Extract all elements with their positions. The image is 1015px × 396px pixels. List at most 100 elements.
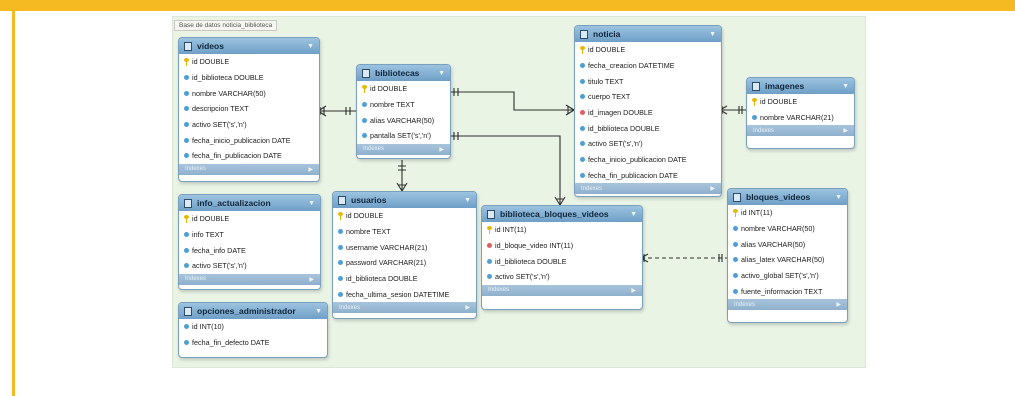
field-row: pantalla SET('s','n') — [357, 128, 450, 144]
column-icon — [184, 247, 189, 253]
field-label: cuerpo TEXT — [588, 92, 631, 102]
field-label: fecha_fin_publicacion DATE — [192, 151, 282, 161]
field-row: alias_latex VARCHAR(50) — [728, 252, 847, 268]
table-indexes-footer[interactable]: Indexes▶ — [482, 284, 642, 296]
field-label: fecha_info DATE — [192, 245, 246, 255]
table-indexes-footer[interactable]: Indexes ▶ — [179, 163, 319, 175]
field-label: id DOUBLE — [192, 57, 230, 67]
column-icon — [338, 244, 343, 250]
table-name: opciones_administrador — [197, 306, 296, 316]
table-indexes-footer[interactable]: Indexes ▶ — [747, 125, 854, 137]
table-opciones-administrador[interactable]: opciones_administrador ▼ id INT(10) fech… — [178, 302, 328, 358]
field-label: activo SET('s','n') — [192, 120, 247, 130]
field-label: id DOUBLE — [588, 45, 626, 55]
column-icon — [580, 157, 585, 163]
column-icon — [580, 141, 585, 147]
table-header[interactable]: info_actualizacion ▼ — [179, 195, 320, 211]
chevron-down-icon[interactable]: ▼ — [630, 210, 637, 218]
field-row: id INT(11) — [482, 222, 642, 238]
table-name: usuarios — [351, 195, 387, 205]
field-row: id INT(11) — [728, 205, 847, 221]
column-icon — [362, 117, 367, 123]
primary-key-icon — [338, 211, 343, 220]
field-label: alias VARCHAR(50) — [741, 239, 806, 249]
left-accent-rule — [12, 11, 15, 396]
column-icon — [184, 75, 189, 81]
table-usuarios[interactable]: usuarios ▼ id DOUBLE nombre TEXT usernam… — [332, 191, 477, 319]
table-header[interactable]: biblioteca_bloques_videos ▼ — [482, 206, 642, 222]
table-header[interactable]: opciones_administrador ▼ — [179, 303, 327, 319]
field-label: id_biblioteca DOUBLE — [495, 256, 567, 266]
table-header[interactable]: videos ▼ — [179, 38, 319, 54]
field-label: fecha_inicio_publicacion DATE — [192, 135, 291, 145]
field-row: activo SET('s','n') — [179, 117, 319, 133]
column-icon — [733, 288, 738, 294]
field-label: id DOUBLE — [760, 97, 798, 107]
table-header[interactable]: bibliotecas ▼ — [357, 65, 450, 81]
table-videos[interactable]: videos ▼ id DOUBLE id_biblioteca DOUBLE … — [178, 37, 320, 182]
expand-arrow-icon[interactable]: ▶ — [309, 276, 314, 283]
table-icon — [184, 306, 192, 316]
chevron-down-icon[interactable]: ▼ — [438, 69, 445, 77]
expand-arrow-icon[interactable]: ▶ — [631, 287, 636, 294]
field-row: password VARCHAR(21) — [333, 255, 476, 271]
table-name: info_actualizacion — [197, 198, 271, 208]
foreign-key-icon — [580, 110, 585, 116]
chevron-down-icon[interactable]: ▼ — [835, 193, 842, 201]
field-label: id INT(11) — [495, 225, 527, 235]
expand-arrow-icon[interactable]: ▶ — [439, 146, 444, 153]
field-label: fecha_ultima_sesion DATETIME — [346, 289, 450, 299]
table-indexes-footer[interactable]: Indexes▶ — [575, 183, 721, 195]
table-header[interactable]: noticia ▼ — [575, 26, 721, 42]
table-icon — [362, 68, 370, 78]
field-label: fecha_creacion DATETIME — [588, 61, 675, 71]
chevron-down-icon[interactable]: ▼ — [315, 307, 322, 315]
table-bloques-videos[interactable]: bloques_videos ▼ id INT(11) nombre VARCH… — [727, 188, 848, 323]
column-icon — [487, 274, 492, 280]
primary-key-icon — [733, 208, 738, 217]
expand-arrow-icon[interactable]: ▶ — [710, 186, 715, 193]
chevron-down-icon[interactable]: ▼ — [307, 42, 314, 50]
column-icon — [184, 232, 189, 238]
chevron-down-icon[interactable]: ▼ — [842, 82, 849, 90]
table-indexes-footer[interactable]: Indexes▶ — [179, 273, 320, 285]
field-row: id_biblioteca DOUBLE — [179, 70, 319, 86]
table-header[interactable]: bloques_videos ▼ — [728, 189, 847, 205]
expand-arrow-icon[interactable]: ▶ — [843, 128, 848, 135]
column-icon — [338, 291, 343, 297]
table-bibliotecas[interactable]: bibliotecas ▼ id DOUBLE nombre TEXT alia… — [356, 64, 451, 159]
primary-key-icon — [580, 45, 585, 54]
table-imagenes[interactable]: imagenes ▼ id DOUBLE nombre VARCHAR(21) … — [746, 77, 855, 149]
field-label: activo SET('s','n') — [192, 261, 247, 271]
table-indexes-footer[interactable]: Indexes▶ — [333, 302, 476, 314]
field-row: alias VARCHAR(50) — [728, 236, 847, 252]
table-header[interactable]: imagenes ▼ — [747, 78, 854, 94]
column-icon — [362, 133, 367, 139]
chevron-down-icon[interactable]: ▼ — [709, 30, 716, 38]
table-header[interactable]: usuarios ▼ — [333, 192, 476, 208]
table-icon — [184, 198, 192, 208]
indexes-label: Indexes — [753, 127, 775, 134]
field-label: id INT(11) — [741, 208, 773, 218]
chevron-down-icon[interactable]: ▼ — [464, 196, 471, 204]
indexes-label: Indexes — [185, 166, 207, 173]
column-icon — [338, 276, 343, 282]
field-row: id_biblioteca DOUBLE — [575, 120, 721, 136]
chevron-down-icon[interactable]: ▼ — [308, 199, 315, 207]
expand-arrow-icon[interactable]: ▶ — [465, 305, 470, 312]
column-icon — [184, 106, 189, 112]
column-icon — [733, 241, 738, 247]
table-indexes-footer[interactable]: Indexes▶ — [728, 299, 847, 311]
table-biblioteca-bloques-videos[interactable]: biblioteca_bloques_videos ▼ id INT(11) i… — [481, 205, 643, 310]
table-indexes-footer[interactable]: Indexes▶ — [357, 143, 450, 155]
table-noticia[interactable]: noticia ▼ id DOUBLE fecha_creacion DATET… — [574, 25, 722, 197]
expand-arrow-icon[interactable]: ▶ — [308, 166, 313, 173]
table-icon — [752, 81, 760, 91]
table-name: biblioteca_bloques_videos — [500, 209, 609, 219]
field-label: fecha_fin_publicacion DATE — [588, 170, 678, 180]
field-label: fecha_fin_defecto DATE — [192, 338, 270, 348]
expand-arrow-icon[interactable]: ▶ — [836, 302, 841, 309]
table-info-actualizacion[interactable]: info_actualizacion ▼ id DOUBLE info TEXT… — [178, 194, 321, 290]
field-label: id_biblioteca DOUBLE — [588, 123, 660, 133]
field-label: alias VARCHAR(50) — [370, 115, 435, 125]
